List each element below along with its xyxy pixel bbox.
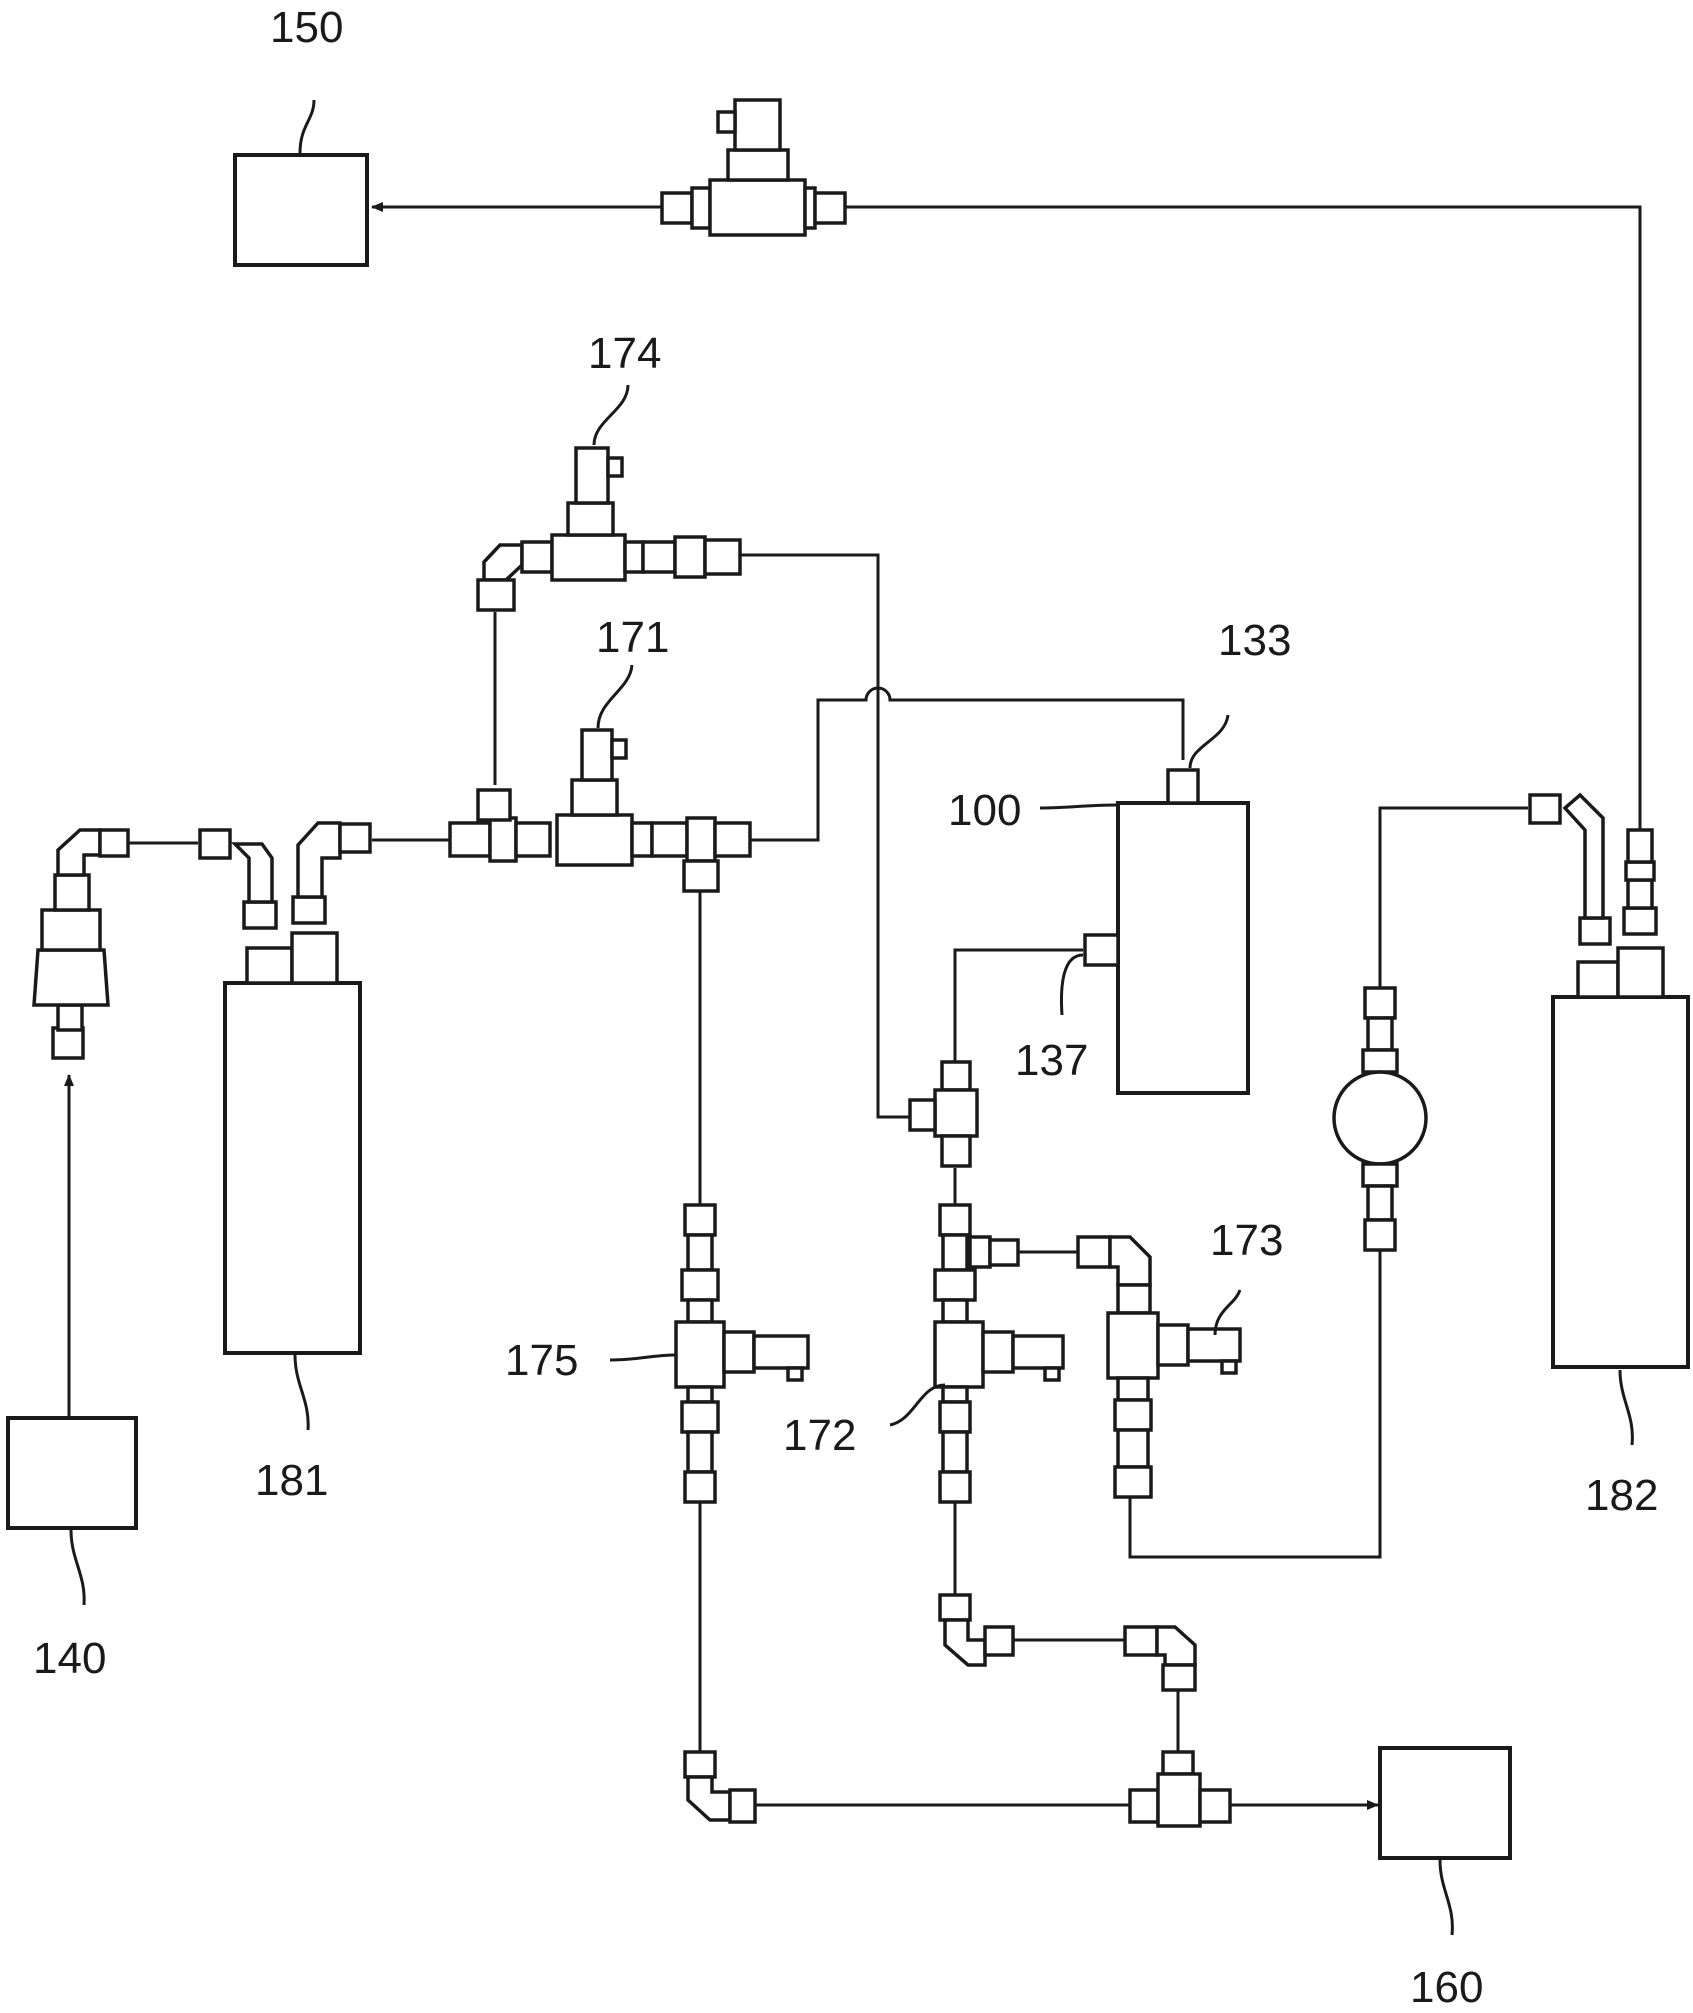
valve-175 xyxy=(674,1203,810,1504)
tank-181-fittings xyxy=(198,821,372,985)
label-174: 174 xyxy=(588,329,661,378)
label-182: 182 xyxy=(1585,1471,1658,1520)
label-160: 160 xyxy=(1410,1963,1483,2012)
pipe-lines xyxy=(64,202,1642,1810)
label-181: 181 xyxy=(255,1456,328,1505)
valve-150 xyxy=(660,98,847,237)
tank-181 xyxy=(223,981,362,1355)
label-171: 171 xyxy=(596,613,669,662)
label-150: 150 xyxy=(270,3,343,52)
reference-labels: 150 174 171 133 100 137 173 175 172 181 … xyxy=(33,3,1658,2012)
label-140: 140 xyxy=(33,1634,106,1683)
box-150 xyxy=(233,153,369,267)
pipe-174-to-tee xyxy=(740,553,910,1119)
valve-174 xyxy=(476,446,742,612)
pipe-173-to-pump xyxy=(1128,1250,1382,1559)
label-175: 175 xyxy=(505,1336,578,1385)
lower-fittings xyxy=(683,1593,1232,1828)
port-137 xyxy=(1083,933,1120,967)
label-100: 100 xyxy=(948,786,1021,835)
box-160 xyxy=(1378,1746,1512,1860)
tank-182-fittings xyxy=(1528,792,1665,999)
label-173: 173 xyxy=(1210,1216,1283,1265)
label-137: 137 xyxy=(1015,1036,1088,1085)
label-133: 133 xyxy=(1218,616,1291,665)
box-140 xyxy=(6,1416,138,1530)
pressure-sensor xyxy=(32,828,130,1060)
valve-172 xyxy=(933,1203,1065,1504)
unit-100 xyxy=(1116,801,1250,1095)
valve-173 xyxy=(1076,1235,1242,1499)
leader-lines xyxy=(69,99,1634,1936)
pipe-171-to-133 xyxy=(750,686,1185,842)
tank-182 xyxy=(1551,995,1690,1369)
tee-fitting-upper xyxy=(908,1060,979,1168)
pump xyxy=(1332,986,1428,1252)
pipe-pump-to-182 xyxy=(1378,806,1528,988)
pipe-182-to-valve-150 xyxy=(845,205,1642,830)
port-133 xyxy=(1166,768,1200,805)
pipe-137-to-tee xyxy=(953,948,1083,1062)
label-172: 172 xyxy=(783,1411,856,1460)
manifold-171 xyxy=(448,728,752,893)
